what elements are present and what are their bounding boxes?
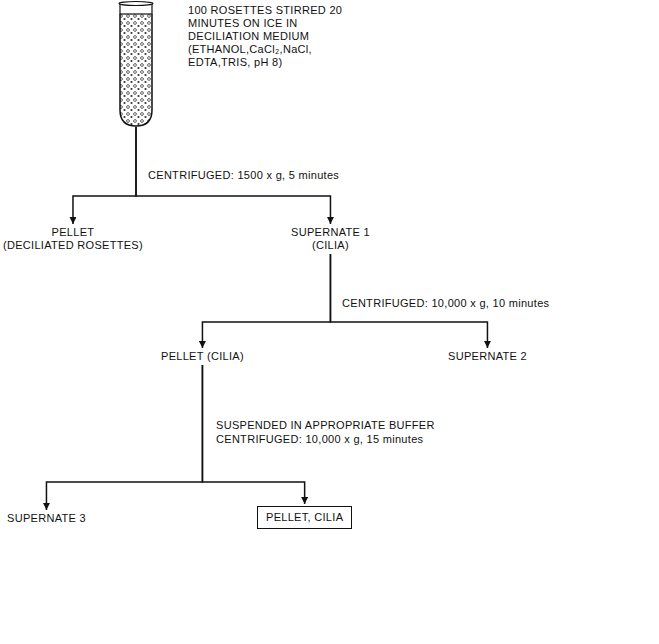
node-text: SUPERNATE 1 [291,226,370,239]
supernate-label: SUPERNATE 3 [7,512,86,525]
node-text: SUPERNATE 3 [7,512,86,525]
tube-caption: 100 ROSETTES STIRRED 20 MINUTES ON ICE I… [188,4,346,69]
node-text: (CILIA) [291,239,370,252]
supernate-label: SUPERNATE 2 [448,350,527,363]
step-label: SUSPENDED IN APPROPRIATE BUFFER CENTRIFU… [214,418,486,446]
tube-body [120,14,152,126]
tube-rim [119,2,153,6]
result-box: PELLET, CILIA [257,506,352,529]
node-text: PELLET, CILIA [266,511,343,524]
flow-arrow [73,127,136,224]
node-text: PELLET (CILIA) [161,350,244,363]
step-label: CENTRIFUGED: 10,000 x g, 10 minutes [340,296,551,310]
supernate-label: SUPERNATE 1(CILIA) [291,226,370,252]
step-label: CENTRIFUGED: 1500 x g, 5 minutes [146,168,341,182]
pellet-label: PELLET (CILIA) [161,350,244,363]
node-text: PELLET [3,226,143,239]
pellet-label: PELLET(DECILIATED ROSETTES) [3,226,143,252]
node-text: SUPERNATE 2 [448,350,527,363]
node-text: 100 ROSETTES STIRRED 20 MINUTES ON ICE I… [188,4,346,69]
node-text: (DECILIATED ROSETTES) [3,239,143,252]
flow-arrow [202,254,330,348]
flow-arrow [46,365,202,510]
